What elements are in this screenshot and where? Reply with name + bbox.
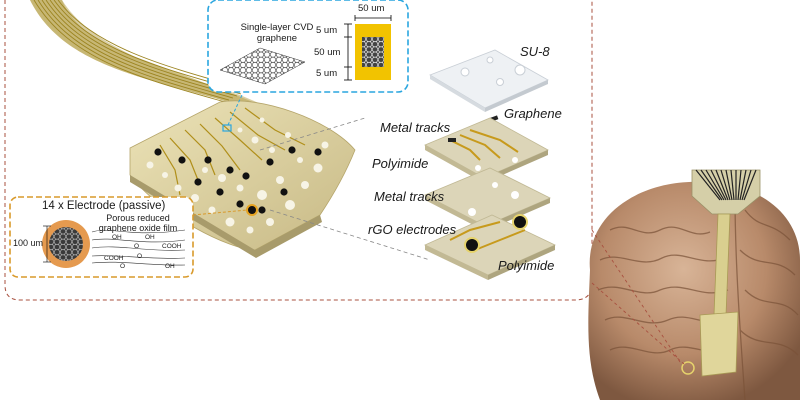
orange-leader — [192, 209, 248, 216]
electrode-callout-title: 14 x Electrode (passive) — [42, 200, 166, 212]
blue-leader — [227, 94, 243, 126]
label-su8: SU-8 — [520, 44, 550, 59]
layer-polyimide-mid — [424, 167, 551, 231]
group-o-3: O — [120, 263, 126, 270]
group-o-2: O — [137, 253, 143, 260]
electrode-diameter: 100 um — [13, 238, 44, 248]
layer-su8 — [429, 49, 549, 112]
graphene-sheet-illustration — [219, 47, 306, 85]
label-metal-tracks-bottom: Metal tracks — [374, 189, 445, 204]
highlighted-electrode — [246, 204, 258, 216]
rgo-film-label-line2: graphene oxide film — [98, 223, 178, 233]
rgo-film-sheets — [91, 229, 186, 266]
implant-probe — [681, 169, 761, 377]
brain-illustration — [588, 181, 800, 400]
electrode-disc — [42, 220, 90, 268]
layer-polyimide-bottom — [424, 214, 556, 280]
brain-leader-lines — [591, 229, 685, 365]
graphene-inset-title-line2: graphene — [256, 33, 298, 44]
rgo-film-label-line1: Porous reduced — [106, 213, 170, 223]
group-cooh-2: COOH — [104, 255, 124, 262]
group-o-1: O — [134, 243, 140, 250]
dimension-width: 50 um — [358, 3, 385, 14]
group-oh-3: OH — [165, 263, 175, 270]
rgo-film-label: Porous reduced graphene oxide film — [86, 213, 190, 233]
probe-vias — [146, 117, 329, 234]
dimension-gap-top: 5 um — [316, 25, 338, 36]
label-metal-tracks-top: Metal tracks — [380, 120, 451, 135]
dimension-channel: 50 um — [314, 47, 341, 58]
graphene-spot-marker — [222, 124, 232, 132]
label-polyimide-bottom: Polyimide — [498, 258, 555, 273]
label-rgo-electrodes: rGO electrodes — [368, 222, 457, 237]
graphene-inset-title-line1: Single-layer CVD — [240, 22, 314, 33]
label-polyimide-top: Polyimide — [372, 156, 429, 171]
graphene-inset-title: Single-layer CVD graphene — [222, 22, 332, 44]
leader-lines — [259, 117, 431, 261]
graphene-channel-illustration — [344, 15, 392, 81]
group-oh-2: OH — [145, 234, 155, 241]
group-cooh-1: COOH — [162, 243, 182, 250]
dimension-gap-bottom: 5 um — [316, 68, 338, 79]
group-oh-1: OH — [112, 234, 122, 241]
probe-electrodes — [154, 146, 322, 214]
label-graphene: Graphene — [504, 106, 562, 121]
